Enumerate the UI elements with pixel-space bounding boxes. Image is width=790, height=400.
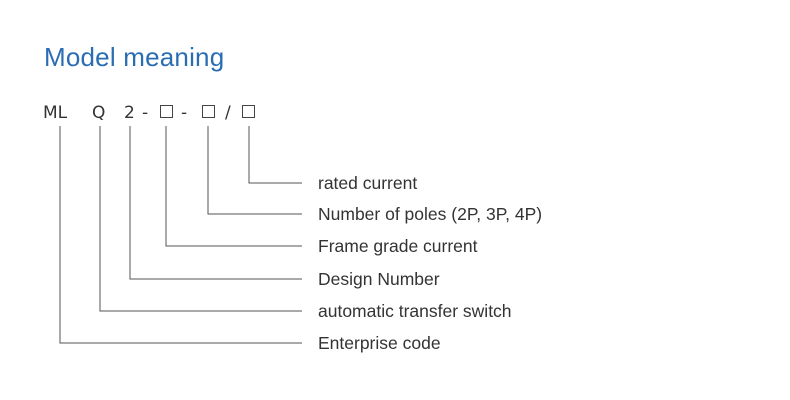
code-part-design: 2 [124,103,135,123]
code-part-ml: ML [43,103,68,123]
meaning-design-number: Design Number [318,269,440,289]
code-box-poles [202,105,215,118]
meaning-transfer-switch: automatic transfer switch [318,301,512,321]
meaning-number-of-poles: Number of poles (2P, 3P, 4P) [318,204,543,224]
meaning-enterprise-code: Enterprise code [318,333,441,353]
connector-poles [207,126,302,215]
code-box-current [242,105,255,118]
connector-rated-current [248,126,302,184]
connector-transfer-switch [99,126,302,312]
meaning-rated-current: rated current [318,173,418,193]
code-box-frame [160,105,173,118]
code-separator-1: - [142,103,149,123]
connector-enterprise-code [59,126,302,344]
page-title: Model meaning [44,42,225,72]
connector-frame-grade [165,126,302,247]
connector-design-number [129,126,302,280]
meaning-frame-grade: Frame grade current [318,236,478,256]
code-part-q: Q [92,103,106,123]
code-separator-3: / [225,103,231,123]
code-separator-2: - [181,103,188,123]
